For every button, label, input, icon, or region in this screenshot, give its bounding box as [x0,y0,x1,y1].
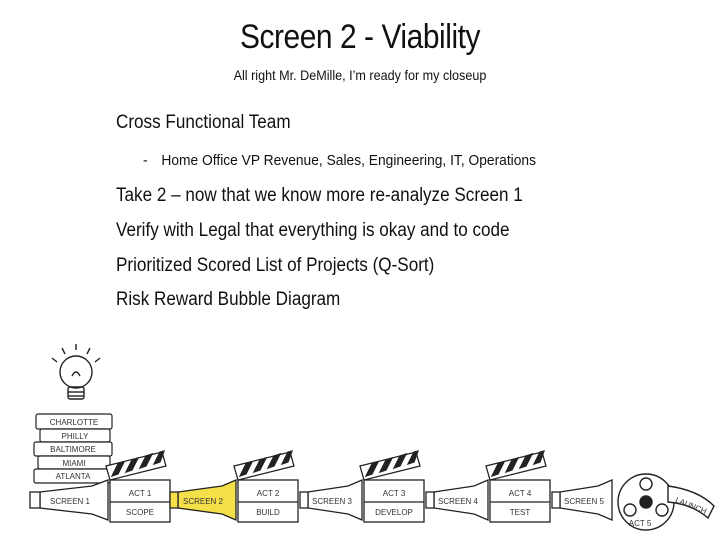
clapperboard-icon [105,450,171,523]
process-illustration: CHARLOTTE PHILLY BALTIMORE MIAMI ATLANTA… [29,344,715,531]
step-label-act-1: ACT 1 [129,489,152,498]
slide-subtitle: All right Mr. DeMille, I’m ready for my … [233,67,487,83]
step-label-screen-2: SCREEN 2 [183,497,224,506]
megaphone-icon [551,479,613,521]
step-label-act-3: ACT 3 [383,489,406,498]
step-sublabel-develop: DEVELOP [375,508,413,517]
book-label: PHILLY [62,432,90,441]
step-label-act-2: ACT 2 [257,489,280,498]
step-label-screen-1: SCREEN 1 [50,497,91,506]
bullet-verify-legal: Verify with Legal that everything is oka… [116,220,510,241]
clapperboard-icon [233,450,299,523]
sub-bullet-text: Home Office VP Revenue, Sales, Engineeri… [161,152,536,169]
step-label-act-4: ACT 4 [509,489,532,498]
book-label: ATLANTA [56,472,91,481]
step-label-screen-5: SCREEN 5 [564,497,605,506]
megaphone-icon [29,479,109,521]
bullet-risk-reward: Risk Reward Bubble Diagram [116,289,341,310]
megaphone-icon-highlighted [169,479,237,521]
bullet-prioritized-list: Prioritized Scored List of Projects (Q-S… [116,255,435,276]
step-sublabel-test: TEST [510,508,531,517]
step-label-screen-4: SCREEN 4 [438,497,479,506]
megaphone-icon [299,479,363,521]
step-label-screen-3: SCREEN 3 [312,497,353,506]
book-label: CHARLOTTE [50,418,98,427]
film-reel-icon [617,473,715,531]
lightbulb-icon [51,344,101,400]
megaphone-icon [425,479,489,521]
clapperboard-icon [359,450,425,523]
step-sublabel-build: BUILD [256,508,280,517]
dash-marker: - [143,152,148,169]
clapperboard-icon [485,450,551,523]
final-label-act-5: ACT 5 [629,519,652,528]
book-stack [33,413,113,484]
sub-bullet-home-office: -Home Office VP Revenue, Sales, Engineer… [143,152,536,169]
slide-title: Screen 2 - Viability [239,18,481,56]
step-sublabel-scope: SCOPE [126,508,154,517]
book-label: MIAMI [62,459,85,468]
bullet-cross-functional-team: Cross Functional Team [116,112,291,133]
bullet-take-2: Take 2 – now that we know more re-analyz… [116,185,523,206]
book-label: BALTIMORE [50,445,96,454]
